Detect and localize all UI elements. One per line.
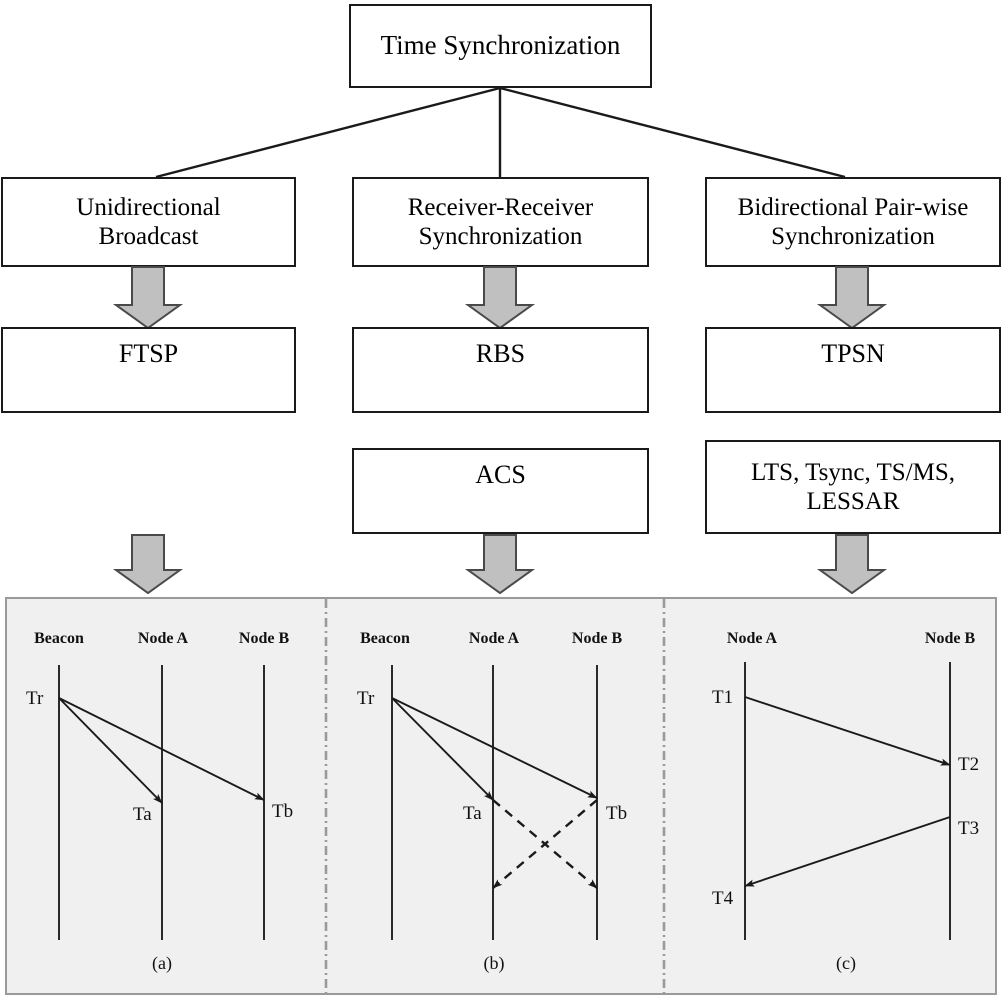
block-arrow-lessar-to-diagram-c: [816, 534, 888, 595]
timeline-header-c-node-a: Node A: [726, 630, 778, 647]
root-box-label: Time Synchronization: [380, 30, 621, 61]
event-label-c-t4: T4: [712, 888, 734, 909]
block-arrow-unidirectional-to-ftsp: [112, 266, 184, 330]
timeline-header-a-beacon: Beacon: [34, 630, 84, 647]
block-arrow-bidirectional-to-tpsn: [816, 266, 888, 330]
block-arrow-acs-to-diagram-b: [464, 534, 536, 595]
category-label-line2: Synchronization: [771, 223, 935, 250]
timeline-header-a-node-b: Node B: [238, 630, 290, 647]
timeline-header-a-node-a: Node A: [137, 630, 189, 647]
diagram-caption-c: (c): [836, 953, 856, 973]
event-label-a-tb: Tb: [272, 801, 294, 822]
category-box-receiver-receiver: Receiver-Receiver Synchronization: [352, 177, 649, 267]
protocol-label-tpsn: TPSN: [821, 339, 885, 368]
diagram-caption-a: (a): [152, 953, 172, 973]
protocol-box-acs: ACS: [352, 448, 649, 534]
connector-root-to-left: [155, 86, 501, 179]
protocol-box-lts-group: LTS, Tsync, TS/MS, LESSAR: [705, 440, 1001, 534]
protocol-label-acs: ACS: [475, 460, 526, 489]
protocol-label-lts-line2: LESSAR: [806, 488, 900, 515]
root-box: Time Synchronization: [349, 4, 652, 88]
protocol-label-ftsp: FTSP: [118, 339, 179, 368]
category-box-unidirectional-broadcast: Unidirectional Broadcast: [1, 177, 296, 267]
category-label-line1: Bidirectional Pair-wise: [737, 193, 969, 221]
event-label-a-ta: Ta: [133, 804, 152, 825]
timing-diagrams-panel: [5, 597, 997, 995]
event-label-a-tr: Tr: [26, 688, 44, 709]
block-arrow-ftsp-to-diagram-a: [112, 534, 184, 595]
event-label-c-t2: T2: [958, 754, 980, 775]
event-label-b-tb: Tb: [606, 803, 628, 824]
timeline-header-b-node-a: Node A: [468, 630, 520, 647]
timeline-header-c-node-b: Node B: [924, 630, 976, 647]
connector-root-to-right: [499, 86, 846, 179]
category-label-line2: Broadcast: [98, 223, 199, 250]
event-label-b-tr: Tr: [357, 688, 375, 709]
protocol-label-rbs: RBS: [475, 339, 526, 368]
timeline-header-b-beacon: Beacon: [360, 630, 410, 647]
diagram-caption-b: (b): [483, 953, 505, 973]
protocol-box-rbs: RBS: [352, 327, 649, 413]
category-label-line1: Unidirectional: [76, 193, 221, 221]
event-label-b-ta: Ta: [463, 803, 482, 824]
event-label-c-t1: T1: [712, 687, 734, 708]
block-arrow-receiver-to-rbs: [464, 266, 536, 330]
protocol-box-ftsp: FTSP: [1, 327, 296, 413]
protocol-label-lts-line1: LTS, Tsync, TS/MS,: [750, 458, 956, 486]
category-label-line2: Synchronization: [418, 223, 583, 250]
protocol-box-tpsn: TPSN: [705, 327, 1001, 413]
event-label-c-t3: T3: [958, 818, 980, 839]
category-label-line1: Receiver-Receiver: [407, 193, 594, 221]
timeline-header-b-node-b: Node B: [571, 630, 623, 647]
category-box-bidirectional-pairwise: Bidirectional Pair-wise Synchronization: [705, 177, 1001, 267]
